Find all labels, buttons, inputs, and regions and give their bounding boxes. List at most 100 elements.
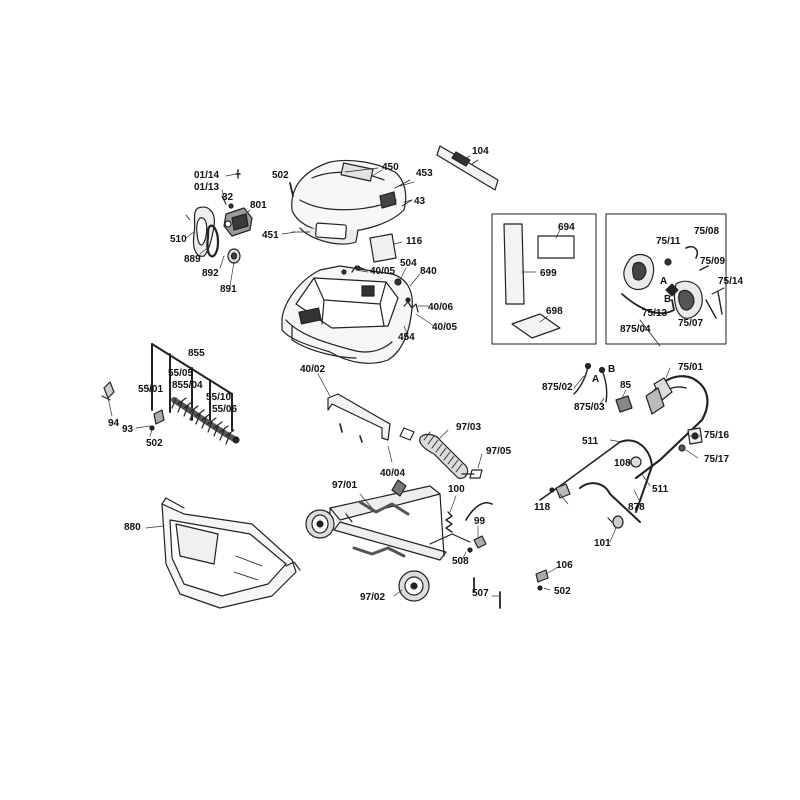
part-label-99: 99 [474, 516, 486, 527]
part-4006-spring [403, 297, 419, 313]
part-label-4006: 40/06 [428, 302, 454, 313]
part-label-880: 880 [124, 522, 141, 533]
part-label-B1: B [664, 294, 672, 305]
part-label-5501: 55/01 [138, 384, 164, 395]
part-889-belt [206, 224, 220, 258]
part-label-5505: 55/05 [168, 368, 194, 379]
part-94-bracket [101, 381, 115, 401]
part-label-878: 878 [628, 502, 645, 513]
part-label-698: 698 [546, 306, 563, 317]
part-label-101: 101 [594, 538, 611, 549]
part-label-43: 43 [414, 196, 426, 207]
part-label-116: 116 [406, 236, 423, 247]
leader-lines [107, 155, 701, 597]
part-87502-cable [573, 362, 592, 395]
part-label-108: 108 [614, 458, 631, 469]
part-label-87502: 875/02 [542, 382, 573, 393]
part-label-508: 508 [452, 556, 469, 567]
part-label-855: 855 [188, 348, 205, 359]
part-label-891: 891 [220, 284, 237, 295]
part-855-tine-shaft [151, 343, 240, 445]
part-label-A2: A [592, 374, 600, 385]
part-label-7508: 75/08 [694, 226, 720, 237]
part-label-9702: 97/02 [360, 592, 386, 603]
part-label-454: 454 [398, 332, 415, 343]
part-label-507: 507 [472, 588, 489, 599]
part-801-motor [221, 169, 253, 237]
part-label-9701: 97/01 [332, 480, 358, 491]
part-label-7513: 75/13 [642, 308, 668, 319]
part-label-889: 889 [184, 254, 201, 265]
part-label-7501: 75/01 [678, 362, 704, 373]
part-label-0114: 01/14 [194, 170, 220, 181]
part-504-clip [394, 278, 402, 286]
part-label-7516: 75/16 [704, 430, 730, 441]
part-label-450: 450 [382, 162, 399, 173]
part-4002-bracket [327, 393, 391, 443]
part-label-104: 104 [472, 146, 489, 157]
part-99-clip [467, 535, 487, 553]
part-118-clamp [549, 483, 571, 499]
part-label-93: 93 [122, 424, 134, 435]
part-9702-wheel-front [305, 509, 335, 539]
part-502-screw-top [289, 182, 294, 197]
part-880-grass-box [161, 497, 301, 609]
part-label-7517: 75/17 [704, 454, 730, 465]
part-label-502c: 502 [554, 586, 571, 597]
kit-box-694-699-698 [491, 213, 597, 345]
part-label-A1: A [660, 276, 668, 287]
part-label-87503: 875/03 [574, 402, 605, 413]
part-label-7514: 75/14 [718, 276, 744, 287]
part-840-housing [281, 265, 413, 364]
part-label-4005a: 40/05 [370, 266, 396, 277]
part-label-5506: 55/06 [212, 404, 238, 415]
part-label-32: 32 [222, 192, 234, 203]
part-101-knob [607, 515, 624, 529]
part-label-106: 106 [556, 560, 573, 571]
part-label-5510: 55/10 [206, 392, 232, 403]
part-label-85504: 855/04 [172, 380, 203, 391]
part-7501-handle-upper [634, 375, 709, 480]
part-label-511b: 511 [652, 484, 669, 495]
part-label-7507: 75/07 [678, 318, 704, 329]
part-label-801: 801 [250, 200, 267, 211]
part-label-0113: 01/13 [194, 182, 220, 193]
part-label-699: 699 [540, 268, 557, 279]
part-891-pulley [227, 248, 241, 264]
part-label-502b: 502 [146, 438, 163, 449]
part-label-510: 510 [170, 234, 187, 245]
part-label-87504: 875/04 [620, 324, 651, 335]
part-label-4005b: 40/05 [432, 322, 458, 333]
part-label-118: 118 [534, 502, 551, 513]
part-85-switch-box [615, 395, 633, 413]
part-label-451: 451 [262, 230, 279, 241]
part-93-bearing [149, 409, 165, 431]
part-label-840: 840 [420, 266, 437, 277]
part-510-belt-cover [185, 206, 215, 257]
part-label-694: 694 [558, 222, 575, 233]
part-87503-cable [598, 366, 608, 403]
part-label-85: 85 [620, 380, 632, 391]
part-100-spring [445, 511, 453, 533]
part-label-9705: 97/05 [486, 446, 512, 457]
part-label-4002: 40/02 [300, 364, 326, 375]
part-label-100: 100 [448, 484, 465, 495]
part-104-plate [436, 145, 499, 191]
kit-box-switch-75 [605, 213, 727, 347]
part-9701-chassis [329, 479, 493, 561]
part-label-504: 504 [400, 258, 417, 269]
part-label-B2: B [608, 364, 616, 375]
part-108-knob [630, 456, 642, 468]
part-label-9703: 97/03 [456, 422, 482, 433]
part-label-453: 453 [416, 168, 433, 179]
part-label-7509: 75/09 [700, 256, 726, 267]
part-9703-roller [399, 427, 483, 479]
part-9702-wheel-rear [398, 570, 430, 602]
part-label-502a: 502 [272, 170, 289, 181]
part-116-plate [369, 233, 397, 263]
part-label-94: 94 [108, 418, 120, 429]
part-7517-knob [678, 444, 686, 452]
part-label-511a: 511 [582, 436, 599, 447]
